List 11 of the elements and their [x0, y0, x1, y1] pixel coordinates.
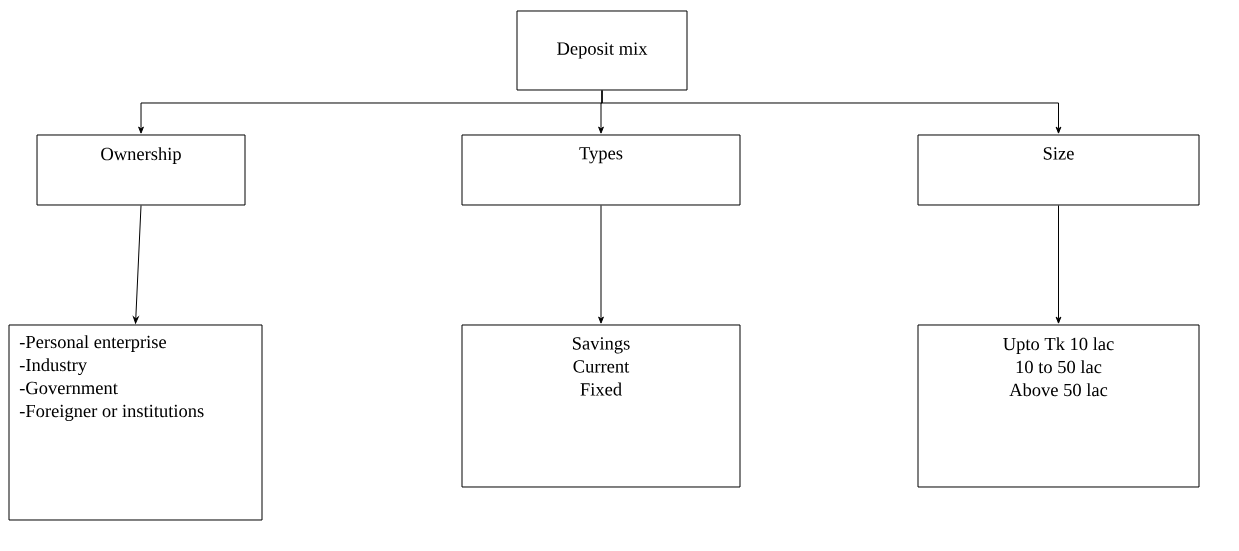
- category-box: Size: [917, 134, 1200, 206]
- arrow: [601, 90, 1062, 134]
- list-box: Upto Tk 10 lac 10 to 50 lac Above 50 lac: [917, 324, 1200, 488]
- list-box: -Personal enterprise -Industry -Government -Foreigner or institutions: [8, 324, 263, 521]
- arrow: [1055, 205, 1062, 324]
- list-box: Savings Current Fixed: [461, 324, 741, 488]
- category-box: Ownership: [36, 134, 246, 206]
- category-box: Types: [461, 134, 741, 206]
- root-box: Deposit mix: [516, 10, 688, 91]
- arrow: [133, 205, 142, 324]
- arrow: [598, 205, 604, 324]
